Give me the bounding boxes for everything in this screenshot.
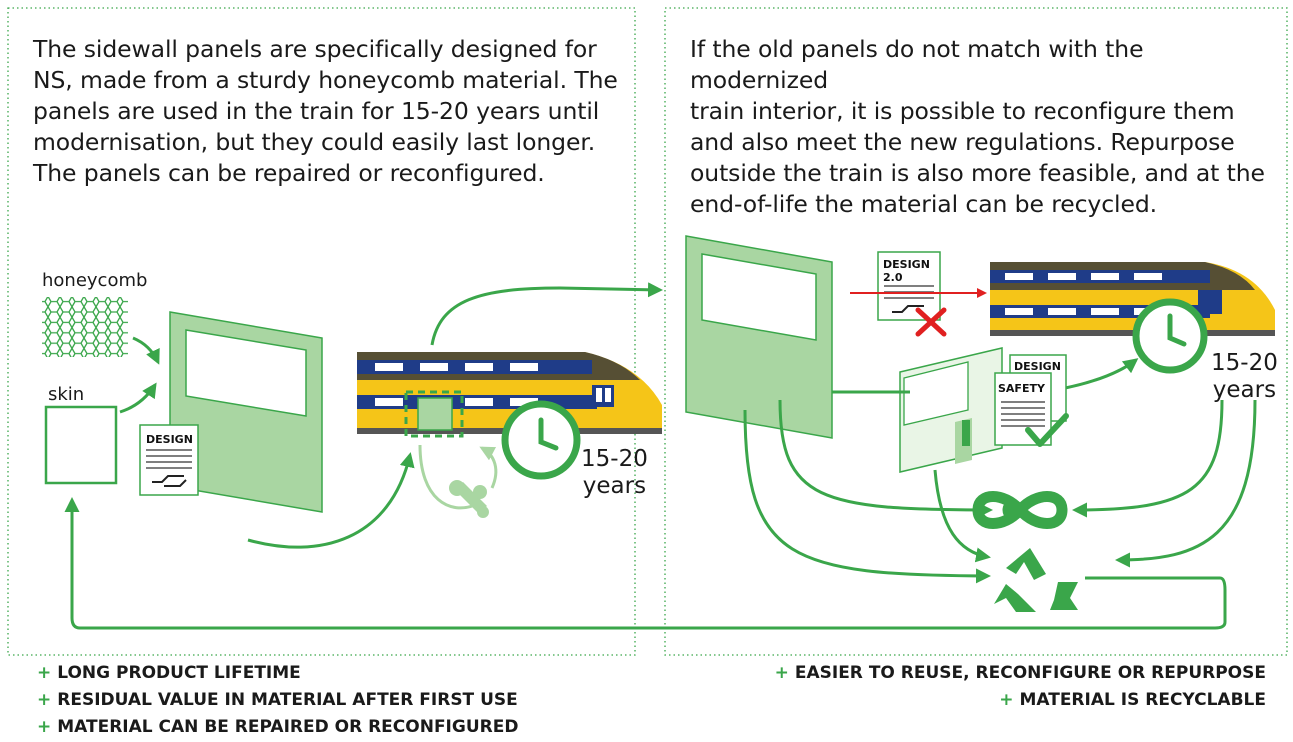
- end-of-life-flows: [743, 399, 1257, 584]
- clock-icon-left: [501, 400, 581, 480]
- years-right: 15-20 years: [1211, 350, 1278, 404]
- left-description-line: The sidewall panels are specifically des…: [33, 35, 597, 63]
- left-description-line: NS, made from a sturdy honeycomb materia…: [33, 66, 618, 94]
- benefit-text: EASIER TO REUSE, RECONFIGURE OR REPURPOS…: [794, 663, 1266, 683]
- plus-icon: +: [37, 663, 52, 683]
- left-dotted-frame: [7, 7, 636, 656]
- design-doc-right-label: DESIGN: [1014, 360, 1061, 373]
- benefit-item: +MATERIAL CAN BE REPAIRED OR RECONFIGURE…: [37, 714, 518, 741]
- benefits-right-list: +EASIER TO REUSE, RECONFIGURE OR REPURPO…: [775, 660, 1266, 714]
- plus-icon: +: [774, 663, 789, 683]
- plus-icon: +: [37, 717, 52, 737]
- panel-to-train-arrow: [247, 452, 415, 549]
- clock-icon-right: [1132, 298, 1208, 374]
- reconfigured-panel: [899, 347, 1003, 473]
- train-left: [357, 352, 662, 438]
- recycle-return-arrow: [64, 497, 1227, 630]
- benefit-text: LONG PRODUCT LIFETIME: [57, 663, 301, 683]
- right-description-line: and also meet the new regulations. Repur…: [690, 128, 1235, 156]
- honeycomb-arrow: [132, 336, 160, 365]
- sidewall-panel-left: [169, 311, 323, 513]
- wrench-icon: [449, 480, 489, 518]
- skin-sheet: [44, 405, 118, 485]
- safety-doc-label: SAFETY: [998, 382, 1046, 395]
- left-description: The sidewall panels are specifically des…: [33, 34, 623, 189]
- right-description: If the old panels do not match with the …: [690, 34, 1270, 220]
- dotted-frames: [7, 7, 1288, 656]
- benefit-item: +EASIER TO REUSE, RECONFIGURE OR REPURPO…: [775, 660, 1266, 687]
- years-left: 15-20 years: [581, 446, 648, 500]
- train-right: [990, 262, 1275, 336]
- infinity-icon: [972, 491, 1068, 529]
- design2-doc-label: DESIGN: [883, 258, 930, 271]
- design-document-left: [139, 424, 199, 496]
- honeycomb-material: [42, 297, 128, 357]
- repair-arrow-left: [418, 444, 476, 510]
- years-left-unit: years: [582, 473, 647, 499]
- red-x-icon: [915, 307, 947, 337]
- benefit-text: MATERIAL CAN BE REPAIRED OR RECONFIGURED: [57, 717, 519, 737]
- benefit-text: RESIDUAL VALUE IN MATERIAL AFTER FIRST U…: [57, 690, 518, 710]
- sidewall-panel-right: [685, 235, 833, 439]
- benefit-text: MATERIAL IS RECYCLABLE: [1019, 690, 1266, 710]
- left-description-line: panels are used in the train for 15-20 y…: [33, 97, 600, 125]
- years-left-value: 15-20: [581, 446, 648, 472]
- design-safety-documents: [994, 354, 1067, 446]
- skin-label: skin: [48, 384, 85, 405]
- check-icon: [1025, 413, 1069, 447]
- repair-arrow-right: [479, 446, 498, 489]
- recycle-icon: [994, 548, 1078, 612]
- right-description-line: If the old panels do not match with the …: [690, 35, 1144, 94]
- years-right-value: 15-20: [1211, 350, 1278, 376]
- design2-doc-version: 2.0: [883, 271, 903, 284]
- right-description-line: end-of-life the material can be recycled…: [690, 190, 1158, 218]
- skin-arrow: [119, 382, 157, 414]
- plus-icon: +: [999, 690, 1014, 710]
- benefits-left-list: +LONG PRODUCT LIFETIME +RESIDUAL VALUE I…: [37, 660, 518, 741]
- years-right-unit: years: [1212, 377, 1277, 403]
- right-description-line: outside the train is also more feasible,…: [690, 159, 1265, 187]
- left-description-line: modernisation, but they could easily las…: [33, 128, 596, 156]
- plus-icon: +: [37, 690, 52, 710]
- benefit-item: +MATERIAL IS RECYCLABLE: [775, 687, 1266, 714]
- left-description-line: The panels can be repaired or reconfigur…: [33, 159, 545, 187]
- honeycomb-label: honeycomb: [42, 270, 148, 291]
- design2-document: [877, 251, 941, 321]
- reconfig-to-train-arrow: [1054, 358, 1139, 392]
- design-doc-left-label: DESIGN: [146, 433, 193, 446]
- benefit-item: +LONG PRODUCT LIFETIME: [37, 660, 518, 687]
- right-description-line: train interior, it is possible to reconf…: [690, 97, 1235, 125]
- right-dotted-frame: [664, 7, 1288, 656]
- benefit-item: +RESIDUAL VALUE IN MATERIAL AFTER FIRST …: [37, 687, 518, 714]
- train-to-modernisation-arrow: [430, 282, 663, 346]
